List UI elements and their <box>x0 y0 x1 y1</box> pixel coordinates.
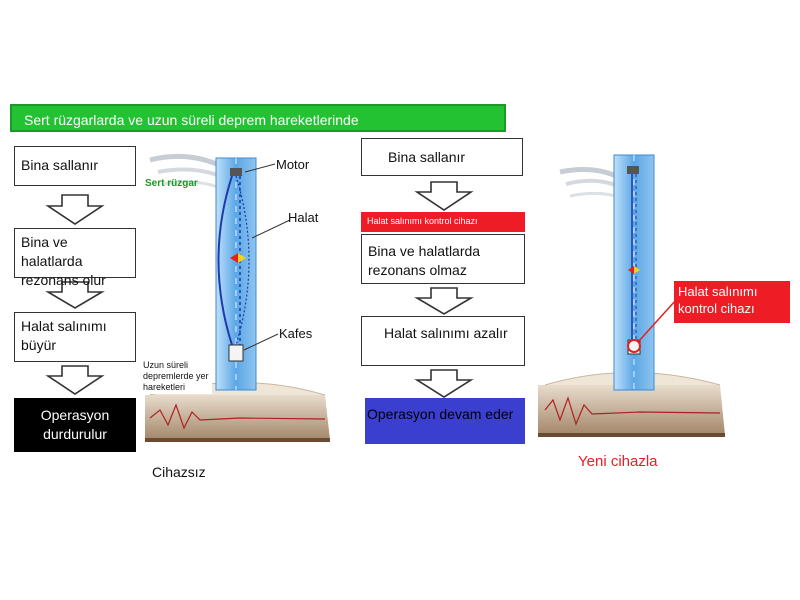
right-result-operation-continues: Operasyon devam eder <box>365 398 525 444</box>
left-flow-arrows <box>45 194 105 395</box>
right-wind-icon <box>559 167 623 200</box>
right-step-rope-sway-decreases: Halat salınımı azalır <box>361 316 525 366</box>
quake-label: Uzun süreli depremlerde yer hareketleri <box>140 359 212 394</box>
right-caption: Yeni cihazla <box>578 453 658 470</box>
left-step-building-sways: Bina sallanır <box>14 146 136 186</box>
motor-label: Motor <box>276 157 310 172</box>
device-label: Halat salınımı kontrol cihazı <box>674 281 790 323</box>
right-step-no-resonance: Bina ve halatlarda rezonans olmaz <box>361 234 525 284</box>
right-device-bar: Halat salınımı kontrol cihazı <box>361 212 525 232</box>
right-step-building-sways: Bina sallanır <box>361 138 523 176</box>
wind-label: Sert rüzgar <box>145 178 198 189</box>
rope-label: Halat <box>288 210 319 225</box>
right-tower-icon <box>613 154 677 391</box>
right-flow-arrows <box>414 181 474 398</box>
left-step-resonance: Bina ve halatlarda rezonans olur <box>14 228 136 288</box>
cage-label: Kafes <box>279 326 313 341</box>
left-result-operation-stopped: Operasyon durdurulur <box>14 398 136 452</box>
left-step-rope-sway-grows: Halat salınımı büyür <box>14 312 136 362</box>
left-tower-icon <box>215 157 257 391</box>
left-caption: Cihazsız <box>152 464 206 480</box>
header-banner: Sert rüzgarlarda ve uzun süreli deprem h… <box>10 104 506 132</box>
left-leader-lines <box>243 163 291 351</box>
